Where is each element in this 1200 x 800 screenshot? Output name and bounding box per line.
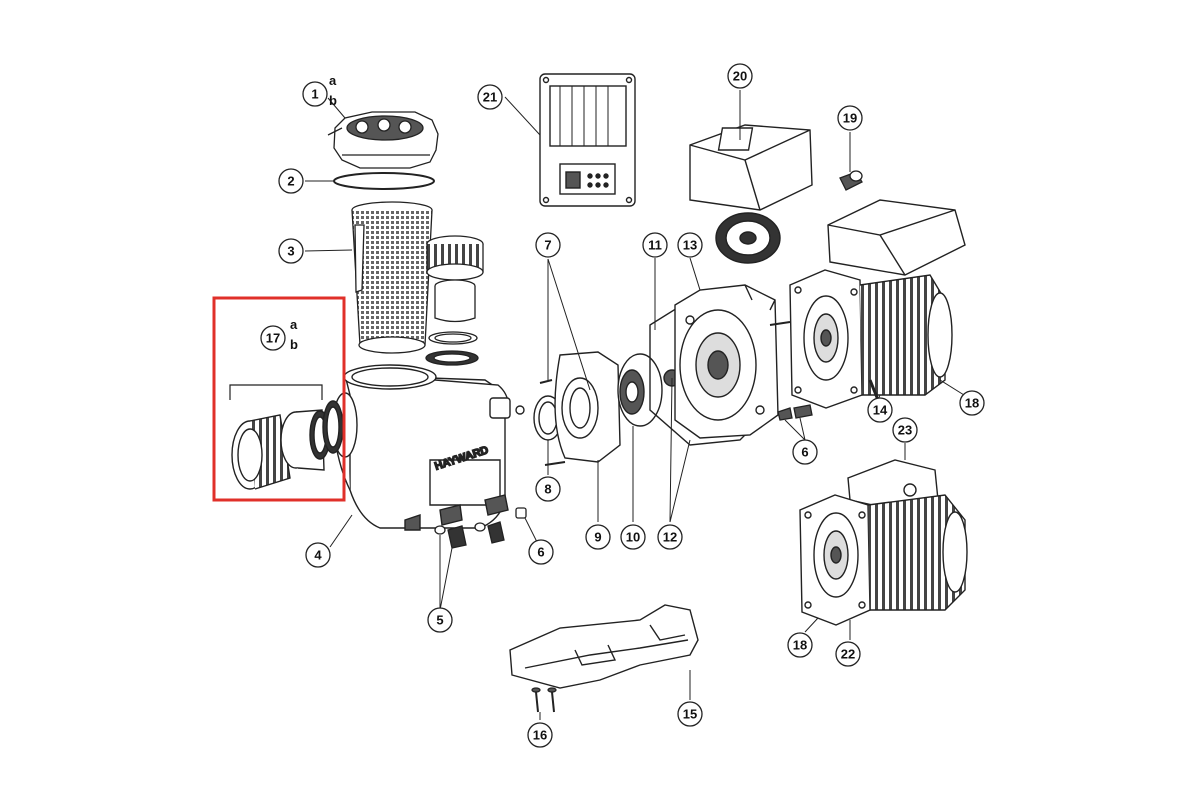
svg-text:9: 9: [594, 530, 601, 545]
part-diffuser: [539, 351, 621, 466]
callout-1-a: a: [329, 73, 337, 88]
callout-9: 9: [585, 524, 611, 550]
callout-16: 16: [527, 722, 553, 748]
part-seal-plate: [674, 284, 779, 439]
svg-text:19: 19: [843, 111, 857, 126]
svg-text:10: 10: [626, 530, 640, 545]
callout-21: 21: [477, 84, 503, 110]
part-base: [509, 604, 699, 689]
part-pump-housing: HAYWARD: [332, 364, 511, 531]
callout-20: 20: [727, 63, 753, 89]
callout-7: 7: [535, 232, 561, 258]
svg-text:18: 18: [793, 638, 807, 653]
callouts: 1 a b 2 3 4 5 6 6 7 8 9 10 11 12 13 14 1…: [260, 63, 985, 748]
callout-12: 12: [657, 524, 683, 550]
callout-19: 19: [837, 105, 863, 131]
callout-18a: 18: [959, 390, 985, 416]
callout-10: 10: [620, 524, 646, 550]
part-lid: [327, 111, 439, 169]
callout-11: 11: [642, 232, 668, 258]
callout-17: 17: [260, 325, 286, 351]
svg-text:2: 2: [287, 174, 294, 189]
callout-13: 13: [677, 232, 703, 258]
svg-text:3: 3: [287, 244, 294, 259]
svg-text:22: 22: [841, 647, 855, 662]
callout-14: 14: [867, 397, 893, 423]
svg-text:6: 6: [537, 545, 544, 560]
callout-15: 15: [677, 701, 703, 727]
callout-22: 22: [835, 641, 861, 667]
callout-4: 4: [305, 542, 331, 568]
callout-17-a: a: [290, 317, 298, 332]
svg-text:13: 13: [683, 238, 697, 253]
svg-text:14: 14: [873, 403, 888, 418]
part-motor-bolts: [777, 404, 813, 421]
part-lid-oring: [333, 172, 435, 190]
svg-text:6: 6: [801, 445, 808, 460]
part-impeller: [617, 353, 681, 427]
svg-text:7: 7: [544, 238, 551, 253]
callout-3: 3: [278, 238, 304, 264]
callout-8: 8: [535, 476, 561, 502]
part-base-screws: [531, 687, 557, 713]
highlight-box: [212, 296, 346, 502]
callout-6b: 6: [792, 439, 818, 465]
part-vs-motor: [769, 199, 966, 409]
callout-6a: 6: [528, 539, 554, 565]
svg-text:15: 15: [683, 707, 697, 722]
svg-text:18: 18: [965, 396, 979, 411]
svg-text:4: 4: [314, 548, 322, 563]
svg-text:12: 12: [663, 530, 677, 545]
part-drain-plugs: [434, 521, 505, 549]
part-drive-controller: [539, 73, 636, 207]
callout-18b: 18: [787, 632, 813, 658]
callout-1: 1: [302, 81, 328, 107]
callout-2: 2: [278, 168, 304, 194]
part-cord-grip: [839, 170, 863, 191]
svg-text:23: 23: [898, 423, 912, 438]
svg-text:16: 16: [533, 728, 547, 743]
part-standard-motor: [799, 459, 968, 626]
svg-text:20: 20: [733, 69, 747, 84]
part-basket: [351, 201, 433, 354]
svg-text:8: 8: [544, 482, 551, 497]
part-union-kit: [231, 400, 344, 490]
svg-text:11: 11: [648, 238, 662, 253]
callout-23: 23: [892, 417, 918, 443]
svg-text:5: 5: [436, 613, 443, 628]
part-drive-head: [689, 124, 813, 264]
svg-text:21: 21: [483, 90, 497, 105]
leader-lines: [304, 90, 965, 720]
union-kit-bracket: [229, 384, 323, 400]
callout-5: 5: [427, 607, 453, 633]
svg-text:17: 17: [266, 331, 280, 346]
callout-17-b: b: [290, 337, 298, 352]
part-plug-small-left: [515, 507, 527, 519]
callout-1-b: b: [329, 93, 337, 108]
part-outlet-union: [425, 235, 484, 366]
svg-text:1: 1: [311, 87, 318, 102]
